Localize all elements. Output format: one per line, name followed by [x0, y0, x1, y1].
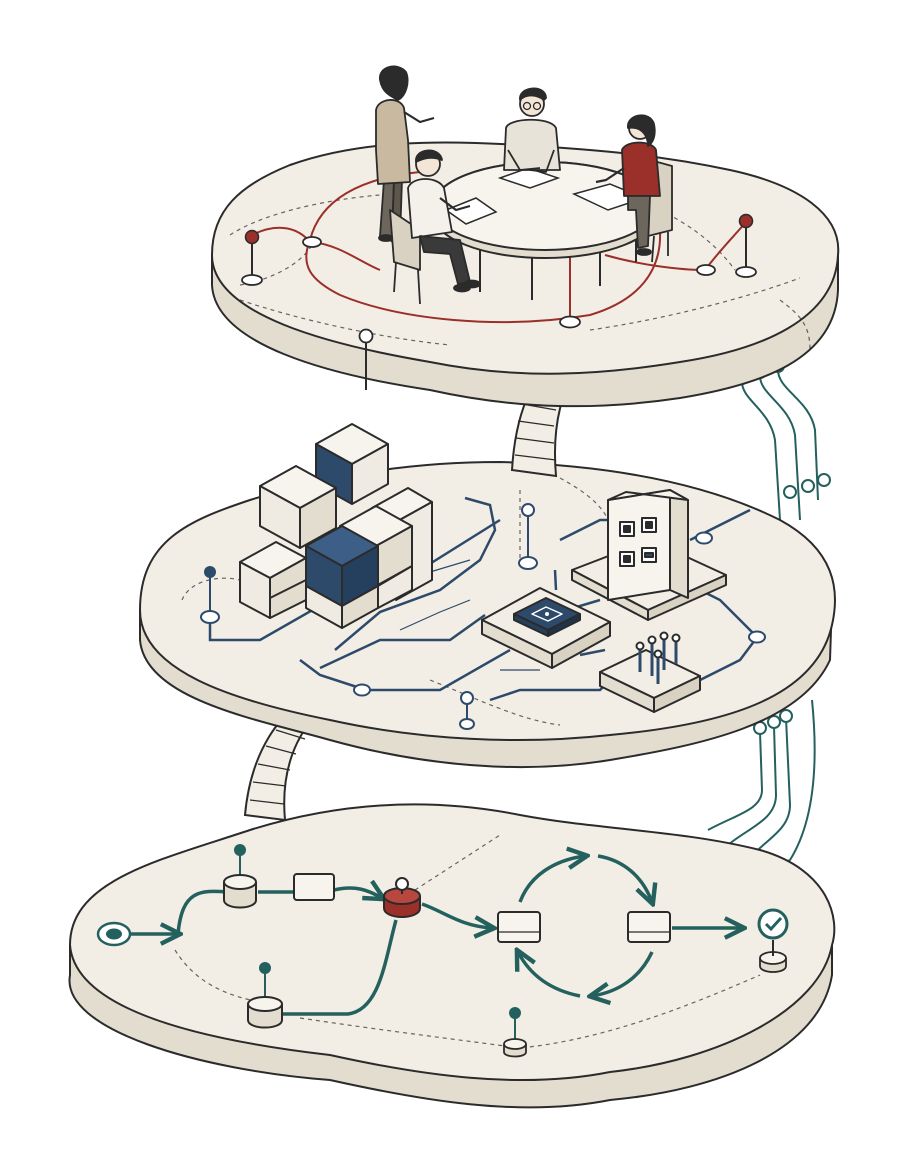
systems-pin-bottom	[459, 691, 475, 730]
systems-pin-center	[518, 503, 538, 570]
meeting-table	[432, 161, 658, 300]
end-node	[757, 908, 789, 973]
cable-bundle-lower	[707, 699, 816, 871]
flow-line-3	[333, 888, 382, 898]
person-glasses	[503, 87, 561, 173]
chip-icon	[481, 587, 611, 669]
pin-right	[735, 213, 757, 278]
loop-arrow-top-left	[518, 856, 585, 903]
pin-front-edge	[358, 328, 374, 390]
platform-people	[210, 65, 840, 408]
stacked-blocks	[239, 423, 433, 629]
start-node	[96, 921, 132, 947]
flow-line-4	[421, 902, 492, 928]
systems-pin-left	[200, 566, 220, 624]
cable-bundle-upper	[735, 359, 831, 521]
flow-line-5	[282, 919, 398, 1016]
loop-step-left	[497, 911, 541, 943]
loop-arrow-bottom-left	[518, 952, 581, 998]
loop-arrow-top-right	[597, 854, 652, 902]
control-panel-icon	[571, 489, 727, 621]
process-node-1	[223, 844, 257, 909]
person-seated-right	[595, 114, 673, 263]
loop-step-right	[627, 911, 671, 943]
checkmark-icon	[757, 908, 789, 940]
process-step-1	[293, 873, 335, 901]
pin-left	[241, 229, 263, 286]
decision-node	[383, 877, 421, 918]
person-seated-front	[389, 149, 481, 305]
flow-line-1	[176, 889, 229, 935]
platform-process	[68, 803, 836, 1109]
process-pin-node	[503, 1007, 527, 1058]
antenna-array-icon	[599, 631, 701, 713]
platform-systems	[138, 423, 836, 769]
loop-arrow-bottom-right	[592, 951, 654, 996]
process-node-2	[247, 962, 283, 1029]
